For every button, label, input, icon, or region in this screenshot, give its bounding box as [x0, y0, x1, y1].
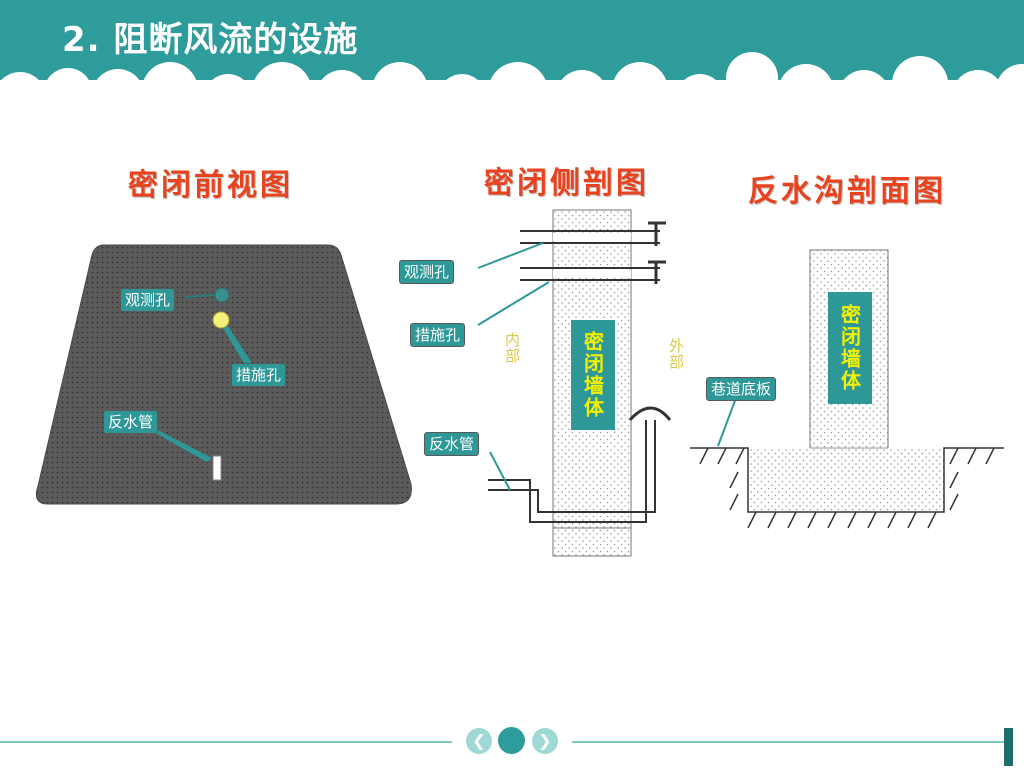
trench-section-diagram: [690, 249, 1004, 529]
front-observation-hole-label: 观测孔: [120, 288, 176, 312]
front-view-title: 密闭前视图: [128, 168, 293, 203]
trench-wall-body-label: 密闭墙体: [828, 292, 872, 404]
measure-hole: [212, 311, 230, 329]
next-slide-button[interactable]: ❯: [532, 728, 558, 754]
front-measure-hole-label: 措施孔: [231, 363, 287, 387]
inside-label: 内部: [503, 332, 521, 364]
slide-title: 2. 阻断风流的设施: [62, 20, 359, 60]
observation-hole: [214, 287, 230, 303]
front-drain-pipe-label: 反水管: [103, 410, 159, 434]
chevron-left-icon: ❮: [472, 731, 486, 750]
current-slide-indicator[interactable]: [498, 727, 525, 754]
trench-section-title: 反水沟剖面图: [748, 174, 946, 209]
side-drain-pipe-label: 反水管: [424, 432, 480, 456]
side-observation-hole-label: 观测孔: [399, 260, 455, 284]
nav-line-right: [572, 741, 1004, 743]
drain-pipe-outlet: [212, 455, 222, 481]
cloud-edge: [0, 52, 1024, 100]
corner-mark: [1004, 728, 1013, 766]
seal-wall-front: [35, 244, 412, 505]
side-wall-body-label: 密闭墙体: [571, 320, 615, 430]
roadway-floor-label: 巷道底板: [706, 377, 777, 401]
chevron-right-icon: ❯: [538, 731, 552, 750]
prev-slide-button[interactable]: ❮: [466, 728, 492, 754]
front-view-diagram: [35, 244, 412, 505]
side-section-title: 密闭侧剖图: [484, 166, 649, 201]
outside-label: 外部: [667, 338, 685, 370]
nav-line-left: [0, 741, 452, 743]
side-measure-hole-label: 措施孔: [410, 323, 466, 347]
